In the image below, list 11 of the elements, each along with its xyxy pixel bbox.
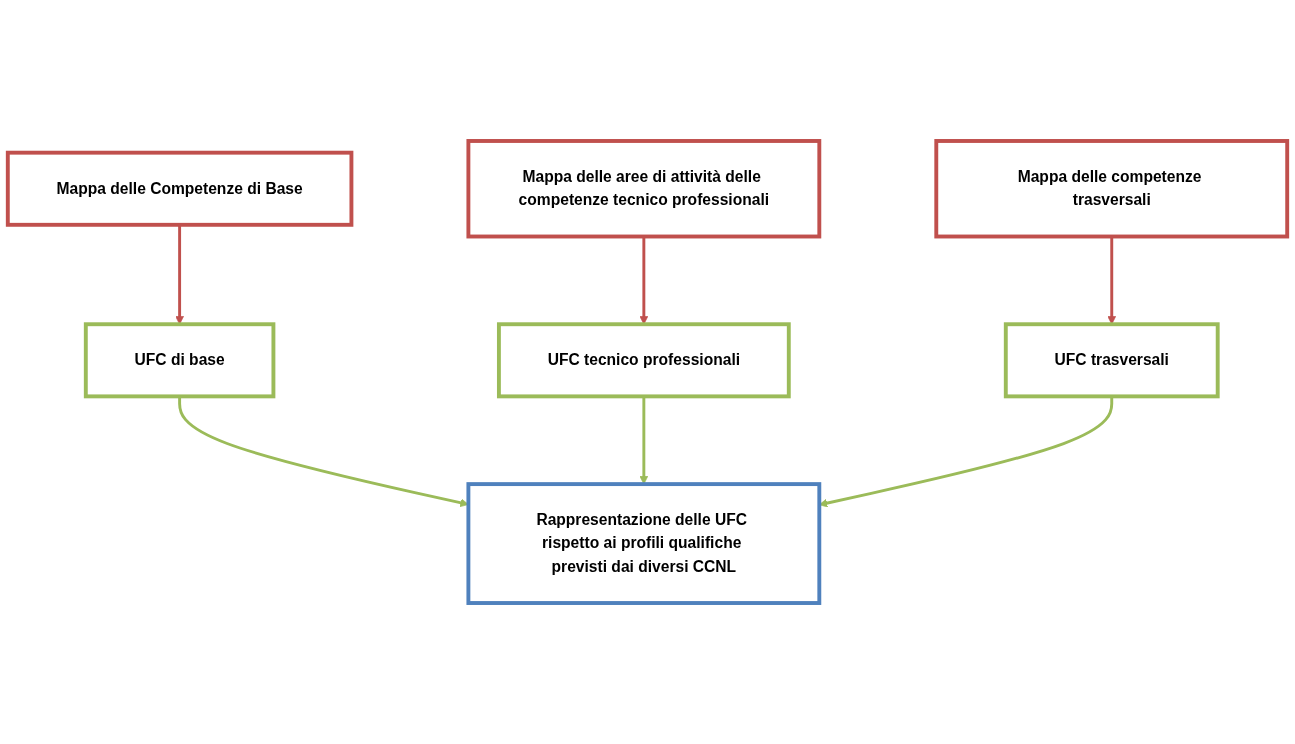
node-box: Mappa delle competenze trasversali: [934, 139, 1290, 239]
arrow: [1107, 236, 1117, 325]
arrow: [175, 224, 184, 325]
node-box: Rappresentazione delle UFC rispetto ai profili qualifiche previsti dai diversi CCNL: [466, 482, 822, 605]
node-box: UFC tecnico professionali: [496, 322, 791, 399]
arrow: [639, 236, 649, 325]
node-box: UFC trasversali: [1003, 322, 1220, 399]
arrow: [639, 396, 649, 485]
node-box: Mappa delle aree di attività delle competenze tecnico professionali: [466, 139, 822, 239]
node-box: UFC di base: [83, 322, 276, 399]
node-box: Mappa delle Competenze di Base: [5, 150, 354, 227]
